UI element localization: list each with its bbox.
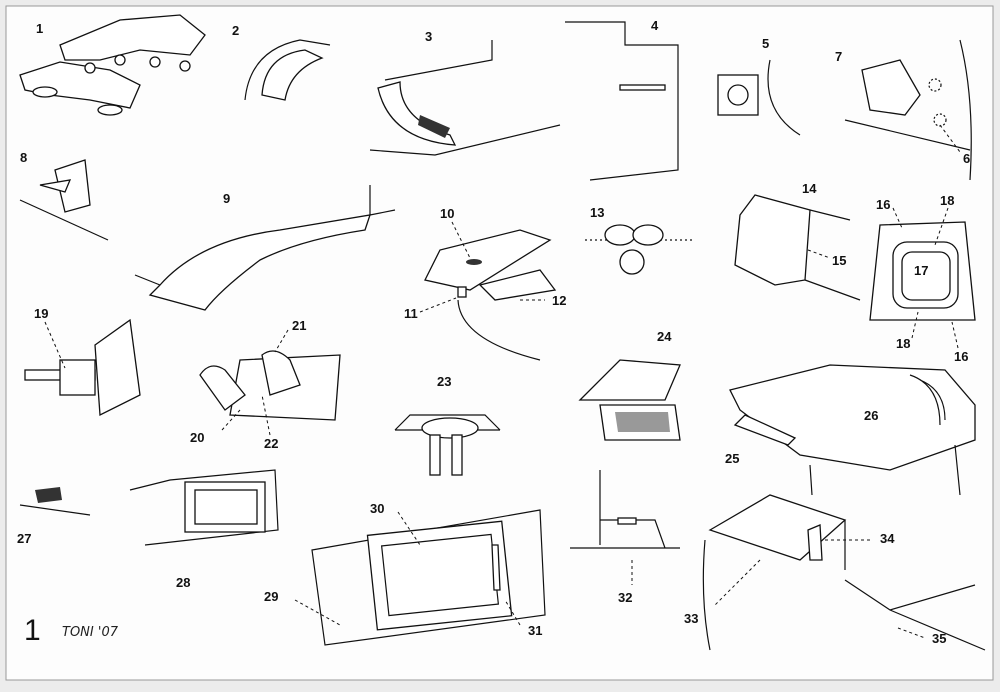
label-9: 9 xyxy=(223,191,230,206)
label-18-top: 18 xyxy=(940,193,954,208)
label-7: 7 xyxy=(835,49,842,64)
label-1: 1 xyxy=(36,21,43,36)
label-20: 20 xyxy=(190,430,204,445)
part-24-drawing xyxy=(578,359,681,441)
part-33-34-drawing xyxy=(702,494,870,651)
part-3-drawing xyxy=(369,40,561,156)
label-11: 11 xyxy=(404,306,418,321)
part-32-drawing xyxy=(570,470,680,585)
part-4-drawing xyxy=(565,21,679,181)
label-13: 13 xyxy=(590,205,604,220)
label-24: 24 xyxy=(657,329,672,344)
label-18-bottom: 18 xyxy=(896,336,910,351)
part-23-drawing xyxy=(394,414,501,476)
label-17: 17 xyxy=(914,263,928,278)
part-9-drawing xyxy=(134,185,396,311)
label-3: 3 xyxy=(425,29,432,44)
label-30: 30 xyxy=(370,501,384,516)
part-20-22-drawing xyxy=(199,329,341,436)
part-10-12-drawing xyxy=(419,221,557,361)
label-33: 33 xyxy=(684,611,698,626)
label-15: 15 xyxy=(832,253,846,268)
signature: TONI '07 xyxy=(62,625,119,640)
part-13-drawing xyxy=(585,224,695,275)
label-8: 8 xyxy=(20,150,27,165)
label-27: 27 xyxy=(17,531,31,546)
part-25-26-drawing xyxy=(729,364,976,496)
label-35: 35 xyxy=(932,631,946,646)
part-5-drawing xyxy=(717,59,801,136)
label-23: 23 xyxy=(437,374,451,389)
label-21: 21 xyxy=(292,318,306,333)
label-5: 5 xyxy=(762,36,769,51)
part-14-15-drawing xyxy=(734,194,861,301)
label-19: 19 xyxy=(34,306,48,321)
label-10: 10 xyxy=(440,206,454,221)
plate-number: 1 xyxy=(24,614,41,647)
label-2: 2 xyxy=(232,23,239,38)
part-35-drawing xyxy=(844,579,986,651)
part-29-31-drawing xyxy=(294,509,546,646)
part-16-18-drawing xyxy=(869,207,976,349)
label-26: 26 xyxy=(864,408,878,423)
label-29: 29 xyxy=(264,589,278,604)
part-19-drawing xyxy=(24,318,141,417)
part-number-labels: 1 2 3 4 5 6 7 8 9 10 11 12 13 14 15 16 1… xyxy=(17,18,970,646)
label-4: 4 xyxy=(651,18,659,33)
label-16-bottom: 16 xyxy=(954,349,968,364)
part-6-7-drawing xyxy=(844,39,972,181)
label-31: 31 xyxy=(528,623,542,638)
label-6: 6 xyxy=(963,151,970,166)
part-28-drawing xyxy=(129,469,279,546)
label-14: 14 xyxy=(802,181,817,196)
label-12: 12 xyxy=(552,293,566,308)
part-8-drawing xyxy=(19,159,109,241)
part-2-drawing xyxy=(244,39,331,101)
label-25: 25 xyxy=(725,451,739,466)
part-1-drawing xyxy=(19,14,206,116)
label-34: 34 xyxy=(880,531,895,546)
label-16-top: 16 xyxy=(876,197,890,212)
label-22: 22 xyxy=(264,436,278,451)
label-28: 28 xyxy=(176,575,190,590)
part-27-drawing xyxy=(19,487,91,516)
label-32: 32 xyxy=(618,590,632,605)
